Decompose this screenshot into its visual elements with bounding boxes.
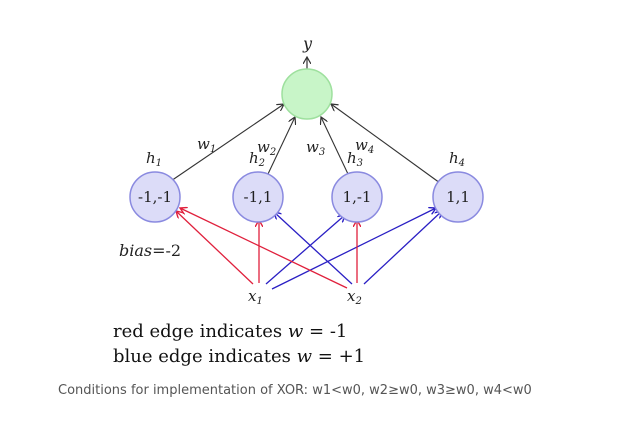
hidden-label-h1: h1 <box>146 149 162 169</box>
edge-h3-output <box>321 117 349 175</box>
hidden-node-1-value: -1,-1 <box>138 188 172 206</box>
hidden-node-4-value: 1,1 <box>446 188 470 206</box>
weight-label-w1: w1 <box>197 135 216 155</box>
edge-h1-output <box>167 104 284 184</box>
output-label: y <box>302 34 313 53</box>
hidden-label-h4: h4 <box>449 149 465 169</box>
edge-x1-h1 <box>176 211 254 285</box>
edge-x2-h2 <box>274 212 353 285</box>
hidden-node-3 <box>331 171 383 223</box>
legend-blue-text: blue edge indicates <box>113 346 291 367</box>
weight-label-w4: w4 <box>355 136 374 156</box>
hidden-node-2-value: -1,1 <box>244 188 273 206</box>
legend-blue-value: = +1 <box>317 346 366 367</box>
edge-x1-h3 <box>265 215 345 285</box>
bias-label: bias=-2 <box>119 241 181 260</box>
edge-x2-h1 <box>180 208 348 289</box>
edge-x1-h4 <box>271 208 436 290</box>
legend-red-value: = -1 <box>309 321 348 342</box>
input-label-x1: x1 <box>248 287 263 307</box>
caption: Conditions for implementation of XOR: w1… <box>58 383 532 398</box>
legend-red-text: red edge indicates <box>113 321 283 342</box>
hidden-node-3-value: 1,-1 <box>343 188 372 206</box>
legend-red-var: w <box>287 321 304 342</box>
hidden-node-2 <box>232 171 284 223</box>
weight-label-w3: w3 <box>306 138 325 158</box>
edge-h4-output <box>331 104 441 184</box>
edge-h2-output <box>267 117 295 175</box>
output-node <box>281 68 333 120</box>
legend-red-edge: red edge indicates w = -1 <box>113 321 347 342</box>
hidden-label-h3: h3 <box>347 149 363 169</box>
hidden-label-h2: h2 <box>249 149 265 169</box>
hidden-node-4 <box>432 171 484 223</box>
legend-blue-var: w <box>296 346 313 367</box>
legend-blue-edge: blue edge indicates w = +1 <box>113 346 365 367</box>
edge-x2-h4 <box>363 211 442 285</box>
hidden-node-1 <box>129 171 181 223</box>
weight-label-w2: w2 <box>257 138 276 158</box>
input-label-x2: x2 <box>347 287 362 307</box>
